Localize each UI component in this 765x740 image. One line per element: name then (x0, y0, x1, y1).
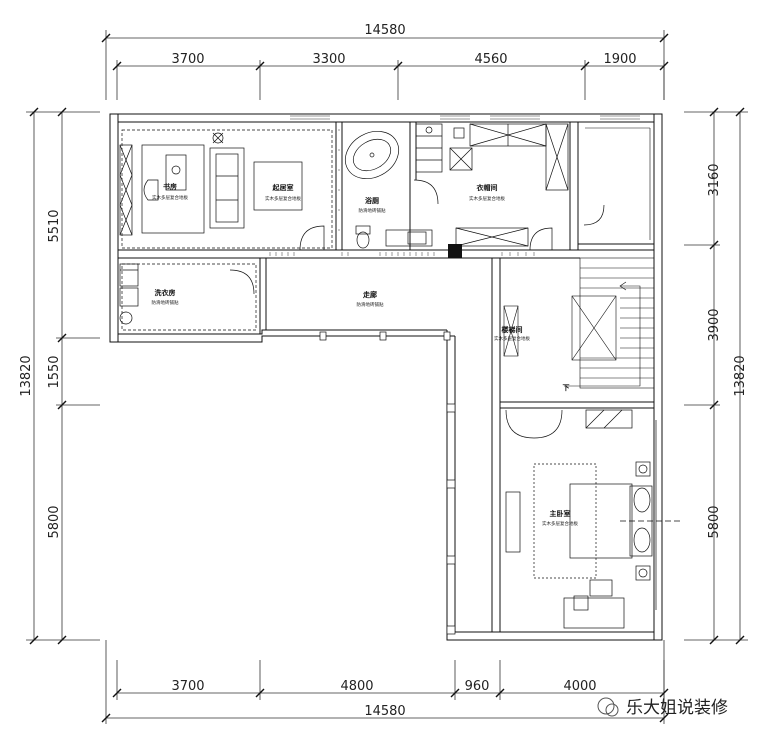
laundry-note: 防滑地砖铺贴 (152, 299, 179, 306)
corridor-label: 走廊 (363, 290, 377, 299)
north-windows (290, 115, 640, 120)
watermark: 乐大姐说装修 (597, 697, 728, 718)
wall-hatch (269, 129, 535, 256)
closet-note: 实木多层复合地板 (469, 195, 505, 202)
living-furniture (253, 161, 325, 251)
bath-label: 浴厕 (365, 196, 379, 205)
laundry-label: 洗衣房 (155, 288, 176, 297)
dim-bottom-total: 14580 (364, 704, 405, 719)
watermark-text: 乐大姐说装修 (626, 698, 728, 718)
dim-right-seg-3: 5800 (707, 505, 722, 538)
dimension-ticks (29, 33, 745, 723)
dim-left-seg-1: 5510 (47, 209, 62, 242)
corridor-columns (319, 331, 456, 635)
dim-top-seg-1: 3700 (171, 52, 204, 67)
master-note: 实木多层复合地板 (542, 520, 578, 527)
dim-top-seg-4: 1900 (603, 52, 636, 67)
stairhall-label: 楼梯间 (502, 325, 523, 334)
terrace-upper (585, 127, 651, 240)
dim-right-seg-1: 3160 (707, 163, 722, 196)
stair-down-label: 下 (563, 384, 570, 392)
dim-top-total: 14580 (364, 23, 405, 38)
study-label: 书房 (163, 182, 177, 191)
living-note: 实木多层复合地板 (265, 195, 301, 202)
dim-right-total: 13820 (733, 355, 748, 396)
study-furniture (119, 129, 333, 249)
master-label: 主卧室 (550, 509, 571, 518)
stairs (503, 257, 655, 389)
stairhall-note: 实木多层复合地板 (494, 335, 530, 342)
dim-bottom-seg-2: 4800 (340, 679, 373, 694)
laundry-fixtures (119, 263, 257, 331)
dim-bottom-seg-4: 4000 (563, 679, 596, 694)
dim-left-seg-2: 1550 (47, 355, 62, 388)
closet-furniture (449, 123, 605, 251)
master-furniture (505, 409, 680, 629)
closet-label: 衣帽间 (477, 183, 498, 192)
living-label: 起居室 (272, 183, 294, 192)
study-note: 实木多层复合地板 (152, 194, 188, 201)
dim-right-seg-2: 3900 (707, 308, 722, 341)
dim-top-seg-2: 3300 (312, 52, 345, 67)
bath-note: 防滑地砖铺贴 (359, 207, 386, 214)
dim-top-seg-3: 4560 (474, 52, 507, 67)
bath-fixtures (345, 123, 443, 249)
walls (109, 113, 663, 641)
column-black (448, 244, 462, 258)
dim-left-seg-3: 5800 (47, 505, 62, 538)
dim-left-total: 13820 (19, 355, 34, 396)
corridor-note: 防滑地砖铺贴 (357, 301, 384, 308)
dim-bottom-seg-3: 960 (465, 679, 490, 694)
dim-bottom-seg-1: 3700 (171, 679, 204, 694)
